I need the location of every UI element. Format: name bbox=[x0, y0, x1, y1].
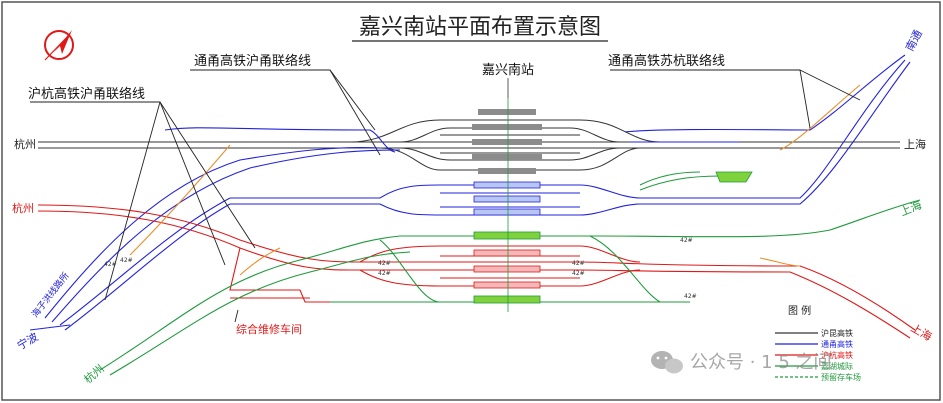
compass-icon bbox=[44, 30, 74, 61]
legend-label: 嘉湖城际 bbox=[821, 361, 853, 371]
legend: 图 例 沪昆高铁 通甬高铁 沪杭高铁 嘉湖城际 预留存车场 bbox=[775, 304, 861, 382]
switch-label: 42# bbox=[680, 237, 693, 244]
callout-leaders bbox=[30, 69, 861, 323]
blue-line bbox=[29, 54, 911, 331]
terminal-hangzhou-top: 杭州 bbox=[14, 137, 36, 151]
legend-title: 图 例 bbox=[788, 304, 811, 317]
terminal-shanghai-green: 上海 bbox=[898, 198, 924, 219]
legend-label: 预留存车场 bbox=[821, 372, 861, 382]
blue-platforms bbox=[473, 181, 541, 216]
orange-connectors bbox=[129, 84, 861, 276]
callout-tongyong-suhang: 通甬高铁苏杭联络线 bbox=[608, 53, 725, 69]
watermark-text: 公众号 · 1 5 之间 bbox=[690, 352, 832, 373]
switch-label: 42# bbox=[120, 257, 133, 264]
switch-label: 42# bbox=[104, 261, 117, 268]
switch-label: 42# bbox=[378, 260, 391, 267]
switch-label: 42# bbox=[684, 293, 697, 300]
station-name-label: 嘉兴南站 bbox=[482, 62, 534, 78]
gray-platforms bbox=[472, 109, 542, 174]
switch-label: 42# bbox=[378, 270, 391, 277]
diagram-title: 嘉兴南站平面布置示意图 bbox=[359, 15, 601, 40]
green-platforms bbox=[473, 171, 753, 304]
terminal-hangzhou-red: 杭州 bbox=[12, 201, 34, 215]
terminal-shanghai-red: 上海 bbox=[909, 320, 935, 343]
terminal-nantong: 南通 bbox=[903, 28, 925, 54]
red-platforms bbox=[473, 249, 541, 289]
legend-label: 沪杭高铁 bbox=[821, 350, 853, 360]
red-line bbox=[37, 204, 916, 339]
callout-tongyong-huyong: 通甬高铁沪甬联络线 bbox=[194, 53, 311, 69]
terminal-shanghai-top: 上海 bbox=[904, 137, 926, 151]
legend-label: 通甬高铁 bbox=[821, 339, 853, 349]
legend-label: 沪昆高铁 bbox=[821, 328, 853, 338]
terminal-ningbo: 宁波 bbox=[15, 329, 41, 352]
switch-label: 42# bbox=[572, 270, 585, 277]
watermark: 公众号 · 1 5 之间 bbox=[651, 351, 832, 374]
terminal-hangzhou-green: 杭州 bbox=[81, 361, 107, 386]
callout-huhang-huyong: 沪杭高铁沪甬联络线 bbox=[28, 86, 145, 102]
gray-mainline bbox=[38, 119, 900, 171]
wechat-icon bbox=[651, 351, 683, 374]
switch-label: 42# bbox=[572, 260, 585, 267]
depot-label: 综合维修车间 bbox=[236, 322, 302, 336]
